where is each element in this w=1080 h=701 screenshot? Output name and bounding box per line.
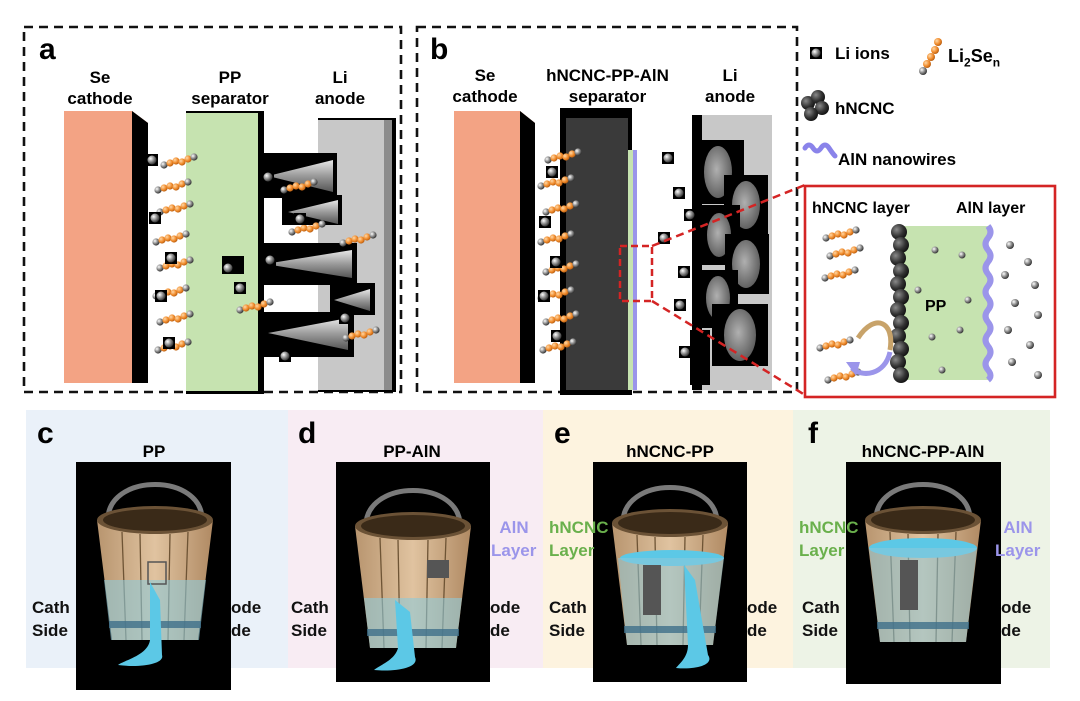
inset-hncnc-chain — [890, 224, 909, 383]
panel-a-dendrite — [268, 318, 348, 350]
li-ion — [262, 171, 274, 183]
panel-a-dendrite — [265, 250, 352, 278]
panel-label-e: e — [554, 417, 571, 450]
li-ion — [539, 216, 551, 228]
li-ion — [146, 154, 158, 166]
inset-pp-layer — [900, 226, 988, 380]
li-ion — [279, 350, 291, 362]
li-ion — [551, 330, 563, 342]
inset-hncnc-label: hNCNC layer — [812, 200, 910, 217]
panel-label-a: a — [39, 33, 56, 66]
panel-label-b: b — [430, 33, 449, 66]
li-ion — [673, 187, 685, 199]
inset-aln-layer — [982, 224, 994, 383]
legend-li2sen-label: Li2Sen — [948, 46, 1001, 70]
panel-b-cathode — [454, 111, 520, 383]
bucket-d-title: PP-AlN — [383, 442, 441, 461]
inset-aln-label: AlN layer — [956, 200, 1026, 217]
li-ion — [165, 252, 177, 264]
li-ion — [678, 266, 690, 278]
li-ion — [149, 212, 161, 224]
li-ion — [222, 262, 234, 274]
legend-hncnc-label: hNCNC — [835, 99, 895, 118]
panel-a-dendrite — [334, 289, 370, 311]
li-ion — [674, 299, 686, 311]
bucket-e-title: hNCNC-PP — [626, 442, 714, 461]
panel-a-dendrite — [288, 200, 338, 224]
legend-aln-icon — [802, 142, 838, 159]
legend-li-ion-icon — [810, 47, 822, 59]
inset-li-ions — [914, 241, 1042, 379]
li-ion — [546, 166, 558, 178]
panel-label-d: d — [298, 417, 317, 450]
li2sen-molecule — [152, 230, 190, 246]
li-ion — [339, 312, 351, 324]
panel-label-f: f — [808, 417, 818, 450]
legend-li2sen-icon — [919, 38, 942, 75]
li-ion — [294, 213, 306, 225]
panel-label-c: c — [37, 417, 54, 450]
panel-a-pp-separator — [186, 113, 258, 391]
bucket-e — [612, 485, 728, 669]
inset-pp-label: PP — [925, 298, 947, 315]
li-ion — [264, 254, 276, 266]
bucket-c — [97, 482, 213, 666]
zoom-region — [618, 244, 654, 303]
legend-hncnc-icon — [801, 90, 829, 121]
panel-b-hncnc-layer — [566, 118, 628, 390]
inset-bounce-arrow — [855, 320, 894, 351]
legend-aln-label: AlN nanowires — [838, 150, 957, 169]
li-ion — [234, 282, 246, 294]
li-ion — [662, 152, 674, 164]
li-ion — [538, 290, 550, 302]
bucket-c-title: PP — [142, 442, 166, 461]
legend-li-ions-label: Li ions — [835, 44, 890, 63]
bucket-f — [865, 482, 981, 643]
bucket-d — [355, 488, 471, 671]
li-ion — [658, 232, 670, 244]
li-ion — [684, 209, 696, 221]
panel-a-cathode — [64, 111, 132, 383]
bucket-f-title: hNCNC-PP-AlN — [861, 442, 985, 461]
li-ion — [550, 256, 562, 268]
li-ion — [163, 337, 175, 349]
li-ion — [679, 346, 691, 358]
li-ion — [155, 290, 167, 302]
